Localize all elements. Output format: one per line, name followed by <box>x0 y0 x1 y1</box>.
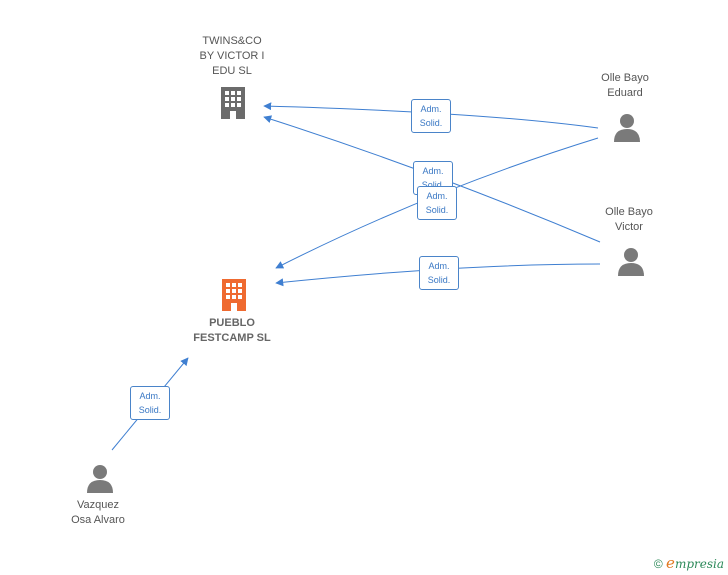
edge-label-eduard-twins: Adm. Solid. <box>411 99 451 133</box>
company-label-pueblo[interactable]: PUEBLO FESTCAMP SL <box>193 317 271 344</box>
copyright-icon: © <box>653 557 663 571</box>
company-label-twins[interactable]: TWINS&CO BY VICTOR I EDU SL <box>199 35 265 77</box>
copyright-footer[interactable]: © empresia <box>654 554 724 572</box>
building-icon[interactable] <box>218 85 248 119</box>
edge-label-role: Adm. <box>139 391 161 401</box>
edge-label-type: Solid. <box>138 405 162 415</box>
edge-label-victor-pueblo: Adm. Solid. <box>419 256 459 290</box>
edge-label-role: Adm. <box>420 104 442 114</box>
brand-logo: empresia <box>666 554 724 572</box>
person-label-eduard[interactable]: Olle Bayo Eduard <box>601 72 649 99</box>
edge-label-type: Solid. <box>421 180 445 190</box>
edge-label-eduard-pueblo: Adm. Solid. <box>417 186 457 220</box>
edge-label-role: Adm. <box>422 166 444 176</box>
person-label-victor[interactable]: Olle Bayo Victor <box>605 206 653 233</box>
edge-label-role: Adm. <box>426 191 448 201</box>
building-icon[interactable] <box>219 277 249 311</box>
edge-label-role: Adm. <box>428 261 450 271</box>
edge-label-type: Solid. <box>425 205 449 215</box>
edge-label-alvaro-pueblo: Adm. Solid. <box>130 386 170 420</box>
person-icon[interactable] <box>616 246 646 276</box>
edge-eduard-twins <box>263 102 599 129</box>
person-icon[interactable] <box>612 112 642 142</box>
edge-label-type: Solid. <box>427 275 451 285</box>
person-label-alvaro[interactable]: Vazquez Osa Alvaro <box>71 499 125 526</box>
edge-label-type: Solid. <box>419 118 443 128</box>
person-icon[interactable] <box>85 463 115 493</box>
